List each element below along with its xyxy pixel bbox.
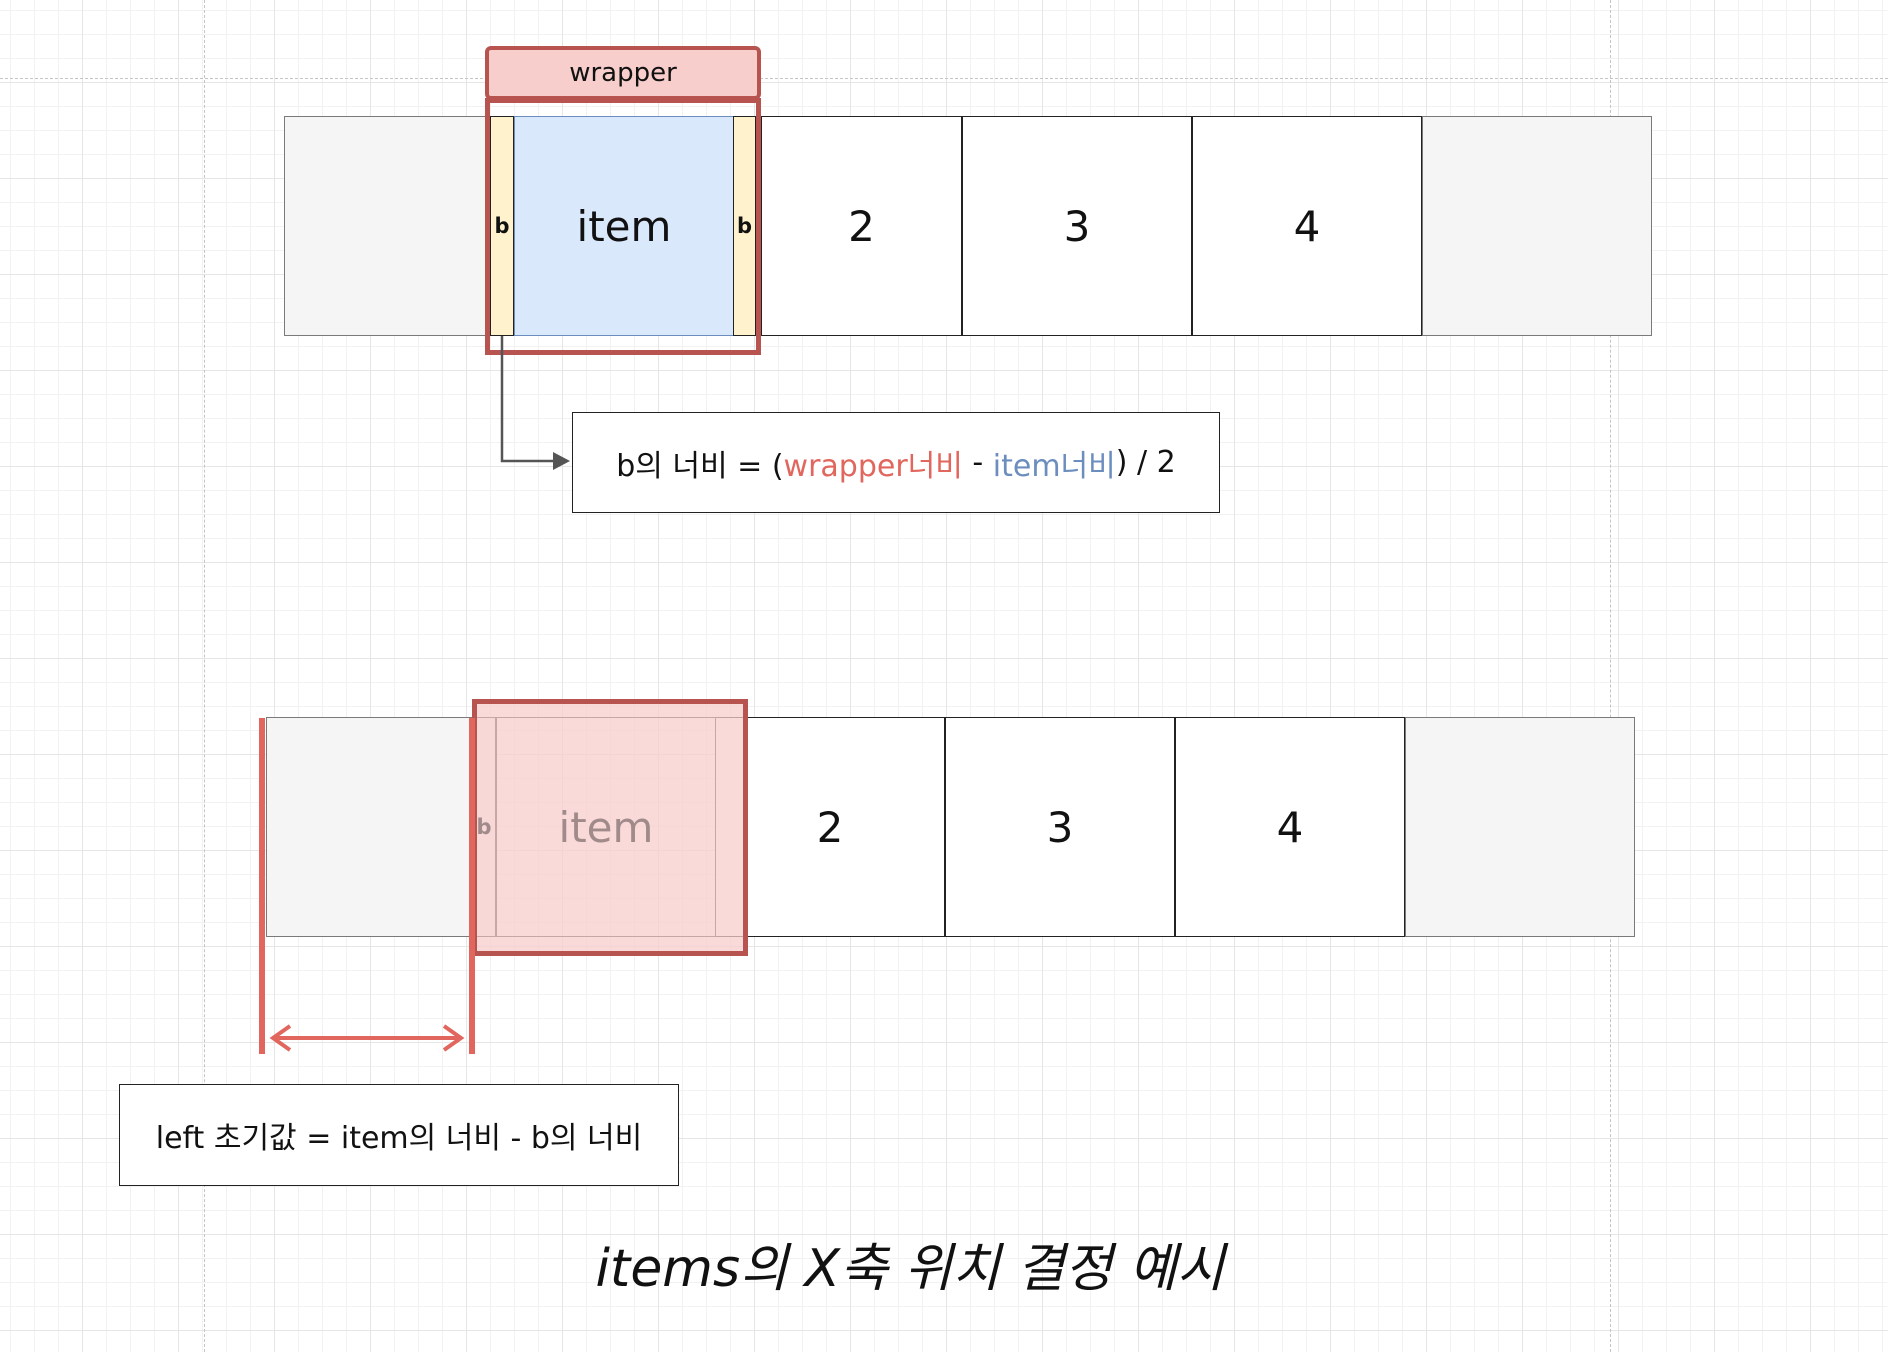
top-cell-4-label: 4: [1293, 201, 1321, 251]
top-b-right-strip: b: [733, 116, 756, 336]
top-item-label: item: [576, 201, 672, 251]
guide-line-horizontal: [0, 78, 1888, 79]
top-b-left-strip: b: [490, 116, 514, 336]
top-cell-3-label: 3: [1063, 201, 1091, 251]
formula-wrapper-term: wrapper너비: [783, 448, 963, 484]
wrapper-label-text: wrapper: [569, 58, 677, 88]
b-width-formula-box: b의 너비 = (wrapper너비 - item너비) / 2: [572, 412, 1220, 513]
bottom-cell-3-label: 3: [1046, 802, 1074, 852]
top-cell-3: 3: [962, 116, 1192, 336]
left-initial-value-text: left 초기값 = item의 너비 - b의 너비: [155, 1121, 643, 1156]
bottom-b-left-label: b: [476, 815, 492, 839]
top-item-cell: item: [514, 116, 734, 336]
top-cell-2: 2: [761, 116, 962, 336]
top-cell-2-label: 2: [848, 201, 875, 251]
connector-arrowhead: [553, 452, 570, 470]
diagram-caption: items의 X축 위치 결정 예시: [595, 1239, 1225, 1299]
left-initial-value-box: left 초기값 = item의 너비 - b의 너비: [119, 1084, 679, 1186]
left-distance-arrowhead-right: [442, 1024, 465, 1052]
bottom-gray-left-cell: [266, 717, 496, 937]
top-b-left-label: b: [494, 214, 510, 238]
top-gray-left-cell: [284, 116, 514, 336]
guide-line-vertical: [204, 0, 205, 1352]
top-gray-right-cell: [1422, 116, 1652, 336]
left-distance-arrowhead-left: [269, 1024, 292, 1052]
formula-prefix: b의 너비 = (: [616, 448, 784, 484]
bottom-item-label: item: [558, 802, 654, 852]
connector-arrow: [500, 336, 556, 463]
formula-suffix: ) / 2: [1115, 445, 1176, 480]
bottom-item-cell-faded: item: [496, 717, 716, 937]
bottom-wrapper-fill: [472, 699, 748, 956]
top-cell-4: 4: [1192, 116, 1422, 336]
formula-item-term: item너비: [992, 448, 1116, 484]
formula-minus: -: [962, 445, 993, 480]
bottom-cell-4: 4: [1175, 717, 1405, 937]
wrapper-label: wrapper: [485, 46, 761, 100]
bottom-cell-4-label: 4: [1276, 802, 1304, 852]
top-wrapper-frame: [485, 98, 761, 355]
guide-line-vertical: [1610, 0, 1611, 1352]
bottom-gray-right-cell: [1405, 717, 1635, 937]
bottom-cell-2-label: 2: [816, 802, 844, 852]
bottom-cell-3: 3: [945, 717, 1175, 937]
top-b-right-label: b: [736, 214, 753, 238]
